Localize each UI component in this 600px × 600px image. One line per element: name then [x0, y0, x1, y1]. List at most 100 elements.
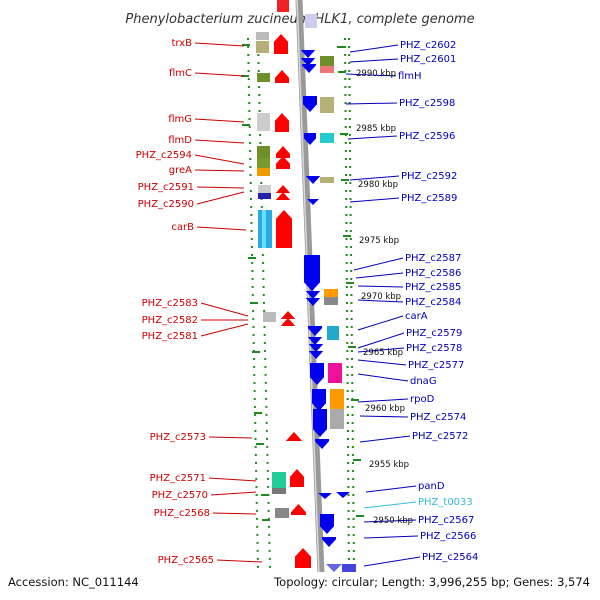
right-gene-label: carA: [405, 311, 428, 322]
right-leader-line: [359, 435, 411, 443]
left-leader-line: [196, 186, 245, 189]
left-leader-line: [196, 191, 245, 205]
reverse-gene-arrow: [309, 344, 323, 352]
right-gene-label: PHZ_c2577: [408, 360, 464, 371]
right-gene-label: PHZ_c2578: [406, 343, 462, 354]
right-leader-line: [359, 415, 409, 418]
left-gene-label: flmD: [168, 135, 192, 146]
reverse-gene-arrow: [301, 58, 315, 66]
right-leader-line: [349, 58, 399, 63]
left-leader-line: [200, 323, 249, 337]
right-gene-label: flmH: [398, 71, 422, 82]
forward-gene-arrow: [275, 70, 289, 83]
right-gene-label: PHZ_c2587: [405, 253, 461, 264]
forward-gene-arrow: [276, 192, 290, 200]
right-leader-line: [363, 556, 421, 567]
right-leader-line: [347, 135, 398, 140]
gene-box: [257, 73, 270, 82]
left-gene-label: PHZ_c2571: [150, 473, 206, 484]
footer-background: [0, 572, 600, 600]
kbp-label: 2955 kbp: [369, 460, 409, 470]
reverse-gene-arrow: [302, 64, 316, 73]
gene-box: [327, 326, 339, 340]
kbp-label: 2970 kbp: [361, 292, 401, 302]
reverse-gene-arrow: [304, 255, 320, 291]
forward-gene-arrow: [276, 185, 290, 193]
right-gene-label: PHZ_c2567: [418, 515, 474, 526]
genome-summary-text: Topology: circular; Length: 3,996,255 bp…: [273, 575, 590, 589]
gene-box: [330, 409, 344, 429]
reverse-gene-arrow: [310, 363, 324, 385]
kbp-label: 2950 kbp: [373, 516, 413, 526]
kbp-scale-labels: 2990 kbp 2985 kbp 2980 kbp 2975 kbp 2970 kbp…: [356, 69, 413, 526]
right-gene-label: PHZ_c2589: [401, 193, 457, 204]
right-gene-label: PHZ_c2602: [400, 40, 456, 51]
right-gene-label: PHZ_c2584: [405, 297, 461, 308]
gene-box: [272, 472, 286, 488]
reverse-gene-arrow: [306, 298, 320, 306]
forward-gene-arrow: [291, 504, 306, 515]
reverse-gene-arrow: [308, 326, 322, 336]
right-gene-label: PHZ_c2598: [399, 98, 455, 109]
right-leader-line: [357, 373, 409, 382]
reverse-gene-arrow: [307, 199, 319, 205]
left-gene-labels: trxBflmCflmGflmDPHZ_c2594greAPHZ_c2591PH…: [136, 38, 214, 566]
right-gene-labels: PHZ_c2602PHZ_c2601flmHPHZ_c2598PHZ_c2596…: [398, 40, 478, 563]
left-gene-label: carB: [171, 222, 194, 233]
gene-box: [320, 66, 334, 73]
gene-box: [342, 564, 356, 572]
right-leader-line: [355, 272, 404, 279]
right-leader-line: [345, 73, 397, 77]
forward-gene-arrow: [281, 311, 295, 319]
forward-gene-arrow: [276, 210, 292, 248]
gene-arrows: [274, 0, 350, 600]
left-gene-label: PHZ_c2573: [150, 432, 206, 443]
gene-box: [257, 113, 270, 131]
left-gene-label: PHZ_c2568: [154, 508, 210, 519]
forward-gene-arrow: [276, 156, 290, 169]
right-leader-line: [357, 299, 404, 303]
right-leader-line: [349, 197, 400, 203]
reverse-gene-arrow: [326, 564, 342, 572]
kbp-label: 2980 kbp: [358, 180, 398, 190]
gene-box: [320, 56, 334, 66]
gene-box: [257, 158, 270, 168]
kbp-label: 2965 kbp: [363, 348, 403, 358]
left-leader-line: [194, 42, 245, 47]
forward-gene-arrow: [290, 469, 304, 487]
left-gene-label: flmG: [168, 114, 192, 125]
right-gene-label: PHZ_c2596: [399, 131, 455, 142]
gene-box: [328, 363, 342, 383]
left-gene-label: PHZ_c2582: [142, 315, 198, 326]
reverse-gene-arrow: [306, 291, 320, 299]
right-leader-line: [357, 359, 407, 366]
label-leader-lines: [194, 42, 421, 567]
left-leader-line: [208, 436, 253, 439]
dotted-track-line: [344, 37, 350, 571]
gene-box: [256, 32, 269, 40]
right-gene-label: PHZ_t0033: [418, 497, 473, 508]
kbp-label: 2960 kbp: [365, 404, 405, 414]
right-gene-label: panD: [418, 481, 445, 492]
reverse-gene-arrow: [318, 493, 332, 499]
left-gene-label: PHZ_c2591: [138, 182, 194, 193]
kbp-label: 2975 kbp: [359, 236, 399, 246]
reverse-gene-arrow: [320, 514, 334, 534]
right-gene-label: dnaG: [410, 376, 437, 387]
kbp-label: 2985 kbp: [356, 124, 396, 134]
reverse-gene-arrow: [336, 492, 350, 498]
right-gene-label: PHZ_c2566: [420, 531, 476, 542]
gene-box: [257, 146, 270, 158]
right-leader-line: [357, 398, 409, 403]
left-gene-label: PHZ_c2594: [136, 150, 192, 161]
right-gene-label: PHZ_c2579: [406, 328, 462, 339]
accession-text: Accession: NC_011144: [8, 575, 139, 589]
right-gene-label: PHZ_c2572: [412, 431, 468, 442]
left-gene-label: PHZ_c2570: [152, 490, 208, 501]
left-leader-line: [194, 72, 245, 77]
kbp-label: 2990 kbp: [356, 69, 396, 79]
right-leader-line: [365, 485, 417, 493]
right-leader-line: [357, 285, 404, 288]
forward-gene-arrow: [295, 548, 311, 568]
right-leader-line: [349, 44, 399, 53]
